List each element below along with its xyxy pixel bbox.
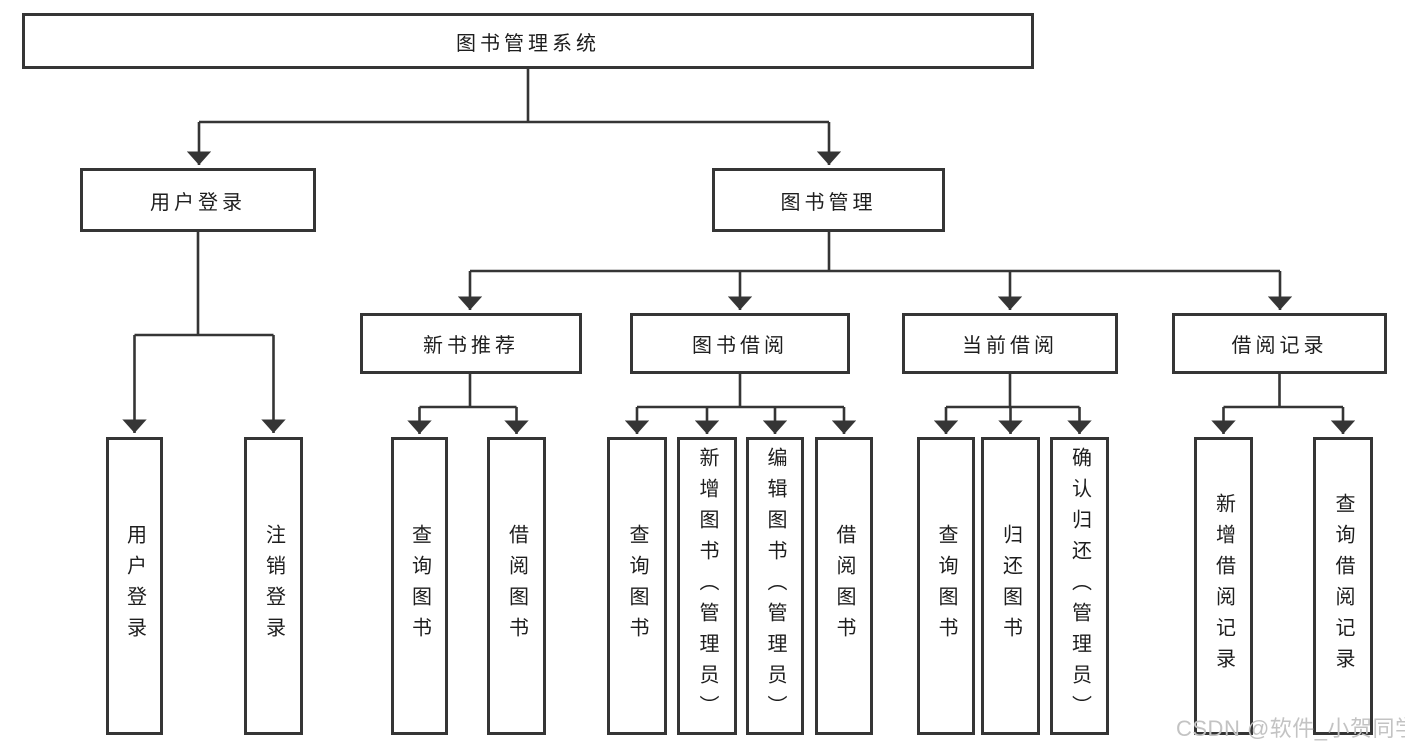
leaf-confirm-return-admin: 确认归还（管理员） [1050,437,1109,735]
leaf-recommend-borrow-books: 借阅图书 [487,437,546,735]
node-book-management: 图书管理 [712,168,945,232]
node-new-book-recommend: 新书推荐 [360,313,582,374]
node-borrow-records: 借阅记录 [1172,313,1387,374]
node-book-borrow: 图书借阅 [630,313,850,374]
leaf-add-borrow-record: 新增借阅记录 [1194,437,1253,735]
leaf-add-books-admin: 新增图书（管理员） [677,437,737,735]
leaf-recommend-query-books: 查询图书 [391,437,448,735]
node-library-management-system: 图书管理系统 [22,13,1034,69]
leaf-query-borrow-record: 查询借阅记录 [1313,437,1373,735]
leaf-return-books: 归还图书 [981,437,1040,735]
leaf-logout: 注销登录 [244,437,303,735]
csdn-watermark: CSDN @软件_小贺同学 [1176,716,1405,741]
leaf-user-login: 用户登录 [106,437,163,735]
leaf-borrow-query-books: 查询图书 [607,437,667,735]
leaf-current-query-books: 查询图书 [917,437,975,735]
leaf-edit-books-admin: 编辑图书（管理员） [746,437,804,735]
leaf-borrow-books: 借阅图书 [815,437,873,735]
node-user-login: 用户登录 [80,168,316,232]
node-current-borrow: 当前借阅 [902,313,1118,374]
